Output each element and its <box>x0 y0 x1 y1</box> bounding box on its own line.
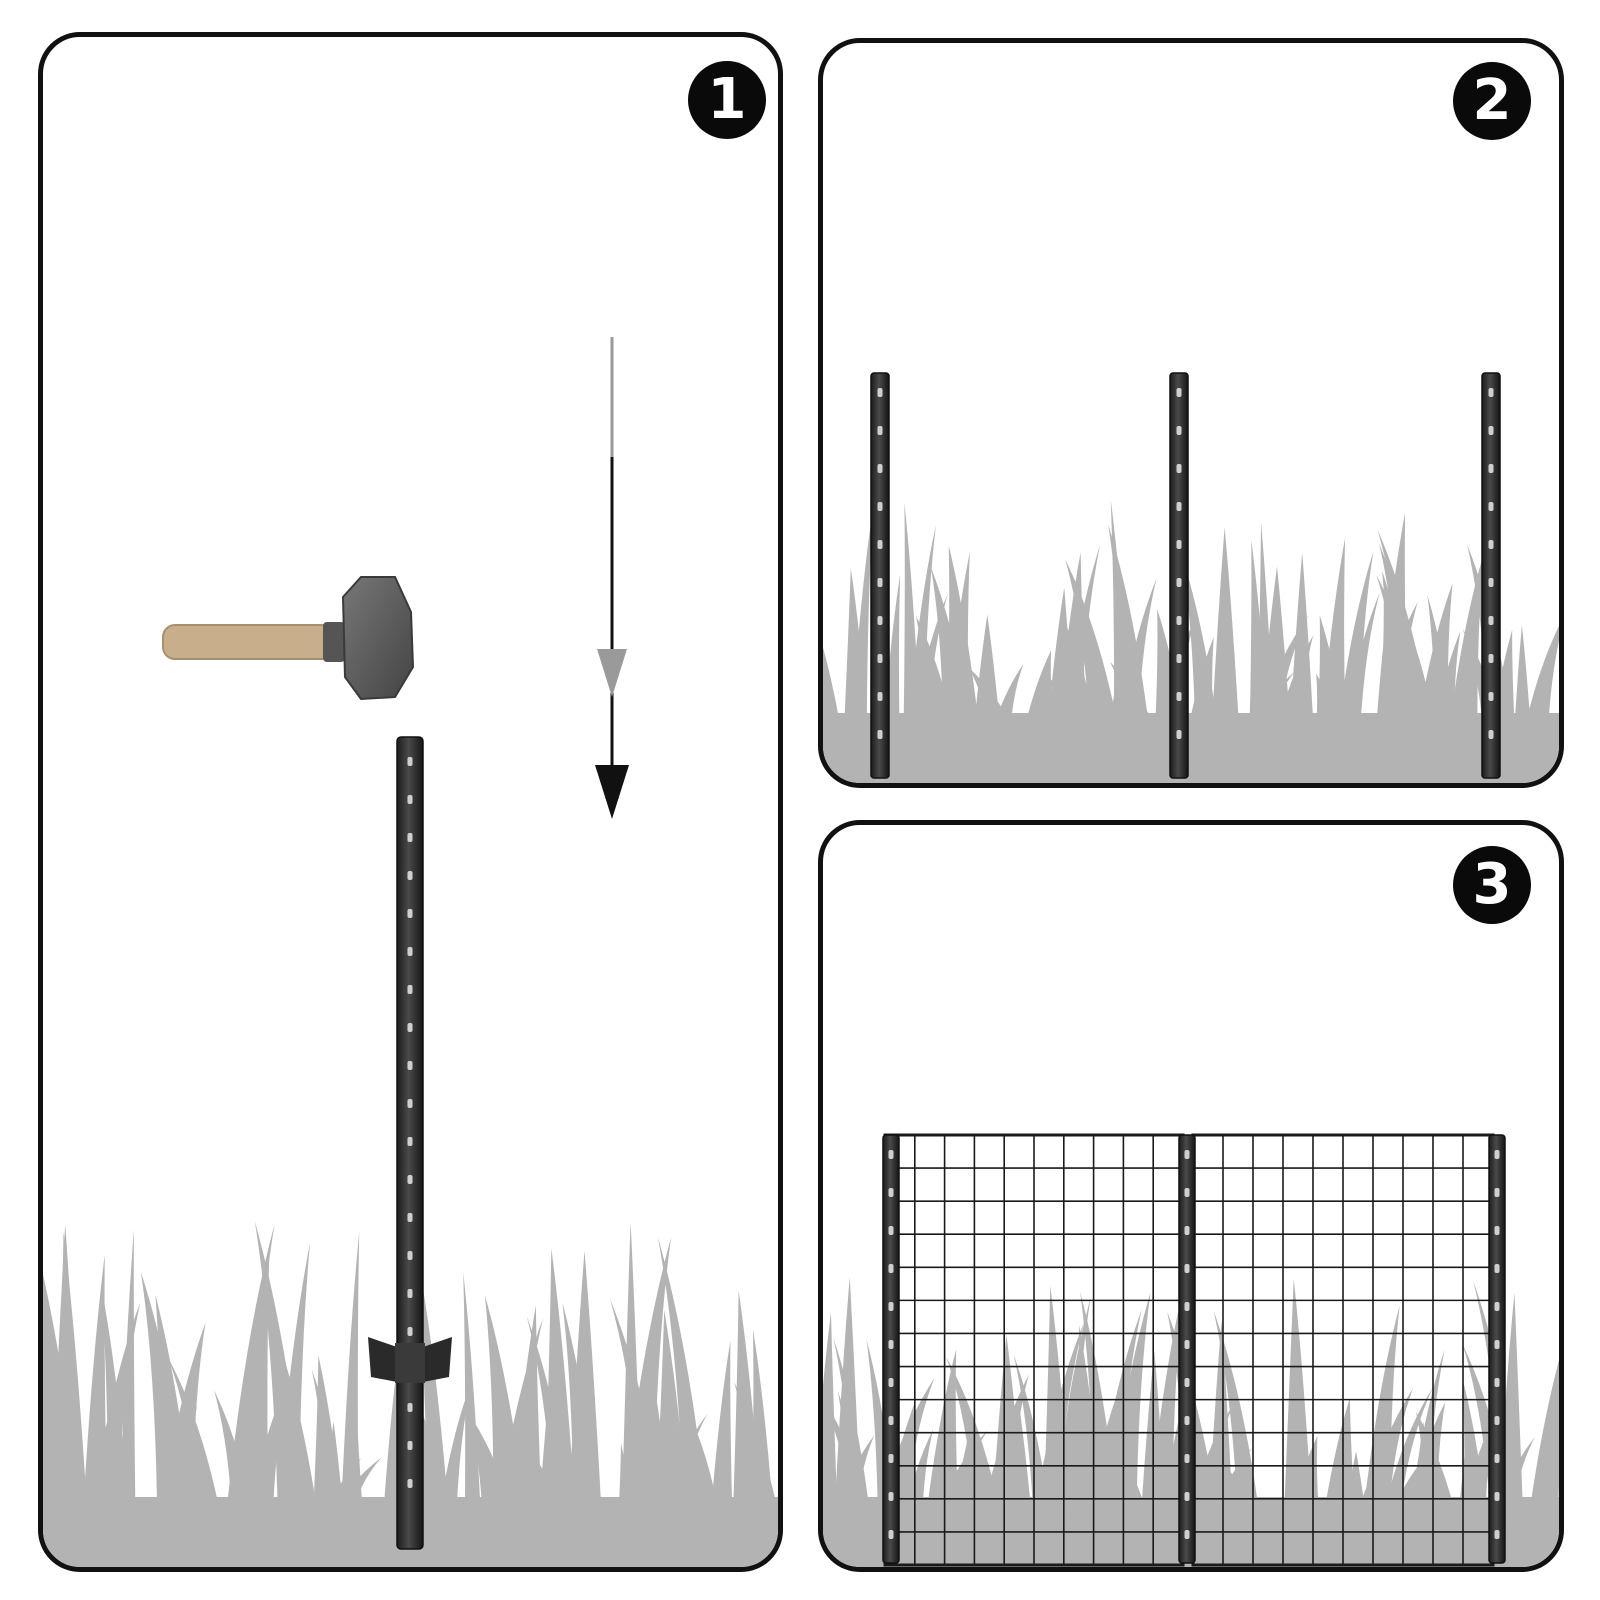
step-2-illustration <box>823 372 1559 783</box>
step-1-panel: 1 <box>38 32 783 1572</box>
step-number-badge: 3 <box>1453 846 1531 924</box>
fence-post-icon <box>1178 1134 1196 1564</box>
grass <box>823 1277 1559 1567</box>
step-3-illustration <box>823 1133 1559 1567</box>
arrow-down-icon <box>595 337 629 819</box>
fence-post-icon <box>368 736 452 1550</box>
fence-post-icon <box>1169 372 1189 779</box>
step-1-illustration <box>43 337 778 1567</box>
fence-post-icon <box>870 372 890 779</box>
fence-post-icon <box>882 1134 900 1564</box>
grass <box>823 499 1559 783</box>
fence-post-icon <box>1488 1134 1506 1564</box>
sledgehammer-icon <box>162 576 415 701</box>
step-3-panel: 3 <box>818 820 1564 1572</box>
grass <box>43 1221 778 1567</box>
step-number-badge: 2 <box>1453 62 1531 140</box>
step-number-badge: 1 <box>688 61 766 139</box>
fence-post-icon <box>1481 372 1501 779</box>
step-2-panel: 2 <box>818 38 1564 788</box>
